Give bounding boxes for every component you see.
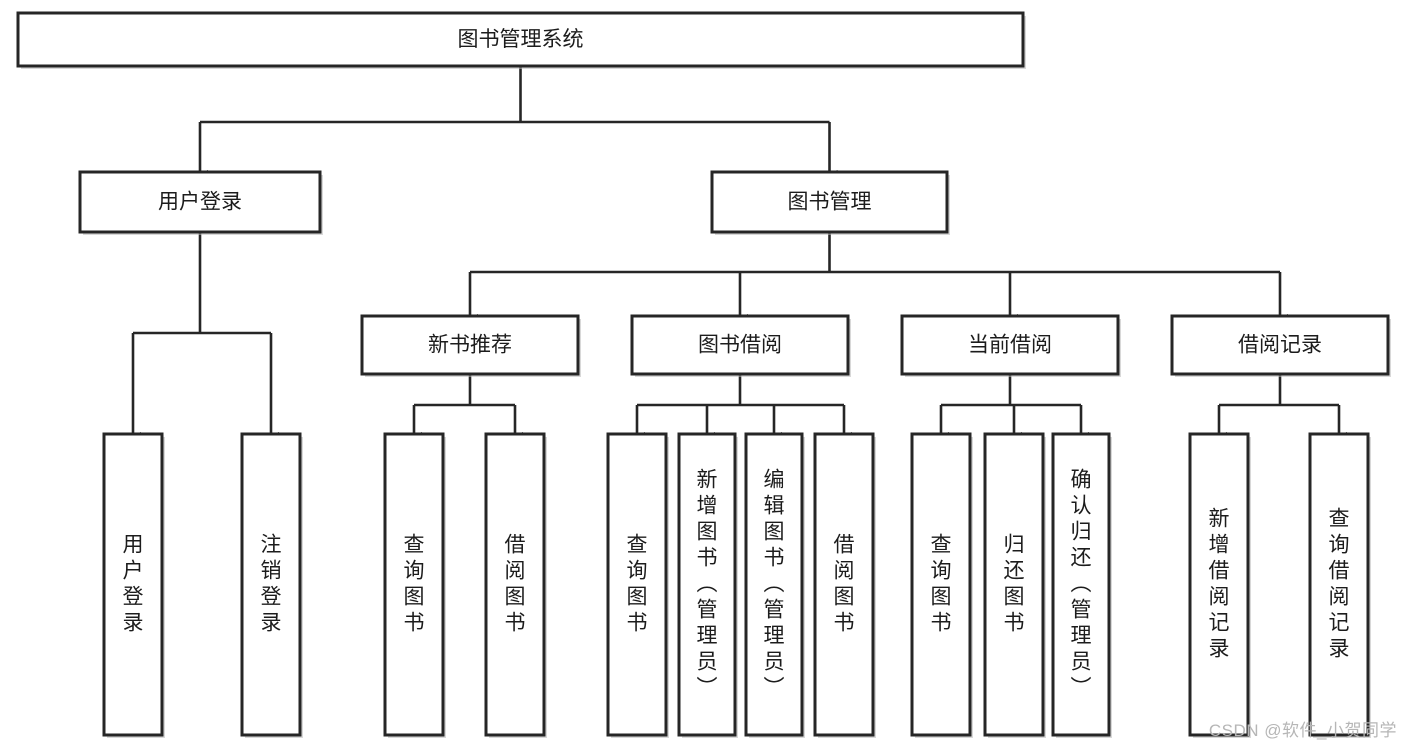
node-leaf-10[interactable]: 确认归还︵管理员︶ (1051, 432, 1112, 738)
node-l2-0[interactable]: 用户登录 (78, 170, 323, 235)
node-label: 查询借阅记录 (1329, 508, 1350, 661)
node-label: 用户登录 (158, 191, 242, 214)
node-leaf-9[interactable]: 归还图书 (983, 432, 1046, 738)
node-label: 归还图书 (1004, 534, 1025, 635)
node-l3-1[interactable]: 图书借阅 (630, 314, 851, 377)
node-l3-3[interactable]: 借阅记录 (1170, 314, 1391, 377)
node-label: 新增借阅记录 (1209, 508, 1230, 661)
node-label: 查询图书 (931, 534, 952, 635)
node-leaf-2[interactable]: 查询图书 (383, 432, 446, 738)
node-label: 新书推荐 (428, 334, 512, 357)
node-l3-2[interactable]: 当前借阅 (900, 314, 1121, 377)
node-label: 借阅记录 (1238, 334, 1322, 357)
node-label: 编辑图书︵管理员︶ (764, 469, 785, 700)
connector-lines (125, 66, 1347, 444)
node-leaf-8[interactable]: 查询图书 (910, 432, 973, 738)
node-label: 图书借阅 (698, 334, 782, 357)
node-leaf-4[interactable]: 查询图书 (606, 432, 669, 738)
node-l2-1[interactable]: 图书管理 (710, 170, 950, 235)
node-leaf-6[interactable]: 编辑图书︵管理员︶ (744, 432, 805, 738)
node-label: 借阅图书 (505, 534, 526, 635)
node-l3-0[interactable]: 新书推荐 (360, 314, 581, 377)
node-label: 新增图书︵管理员︶ (697, 469, 718, 700)
node-label: 图书管理 (788, 191, 872, 214)
node-leaf-1[interactable]: 注销登录 (240, 432, 303, 738)
node-label: 图书管理系统 (458, 28, 584, 51)
node-label: 当前借阅 (968, 334, 1052, 357)
node-leaf-3[interactable]: 借阅图书 (484, 432, 547, 738)
node-label: 查询图书 (627, 534, 648, 635)
node-leaf-5[interactable]: 新增图书︵管理员︶ (677, 432, 738, 738)
node-leaf-7[interactable]: 借阅图书 (813, 432, 876, 738)
node-leaf-11[interactable]: 新增借阅记录 (1188, 432, 1251, 738)
node-label: 用户登录 (123, 534, 144, 635)
node-label: 注销登录 (261, 534, 282, 635)
node-root-book-management-system[interactable]: 图书管理系统 (16, 11, 1026, 69)
node-label: 借阅图书 (834, 534, 855, 635)
csdn-watermark: CSDN @软件_小贺同学 (1208, 721, 1397, 740)
node-label: 确认归还︵管理员︶ (1071, 469, 1092, 700)
node-boxes: 图书管理系统用户登录图书管理新书推荐图书借阅当前借阅借阅记录用户登录注销登录查询… (16, 11, 1391, 738)
node-label: 查询图书 (404, 534, 425, 635)
node-leaf-0[interactable]: 用户登录 (102, 432, 165, 738)
node-leaf-12[interactable]: 查询借阅记录 (1308, 432, 1371, 738)
